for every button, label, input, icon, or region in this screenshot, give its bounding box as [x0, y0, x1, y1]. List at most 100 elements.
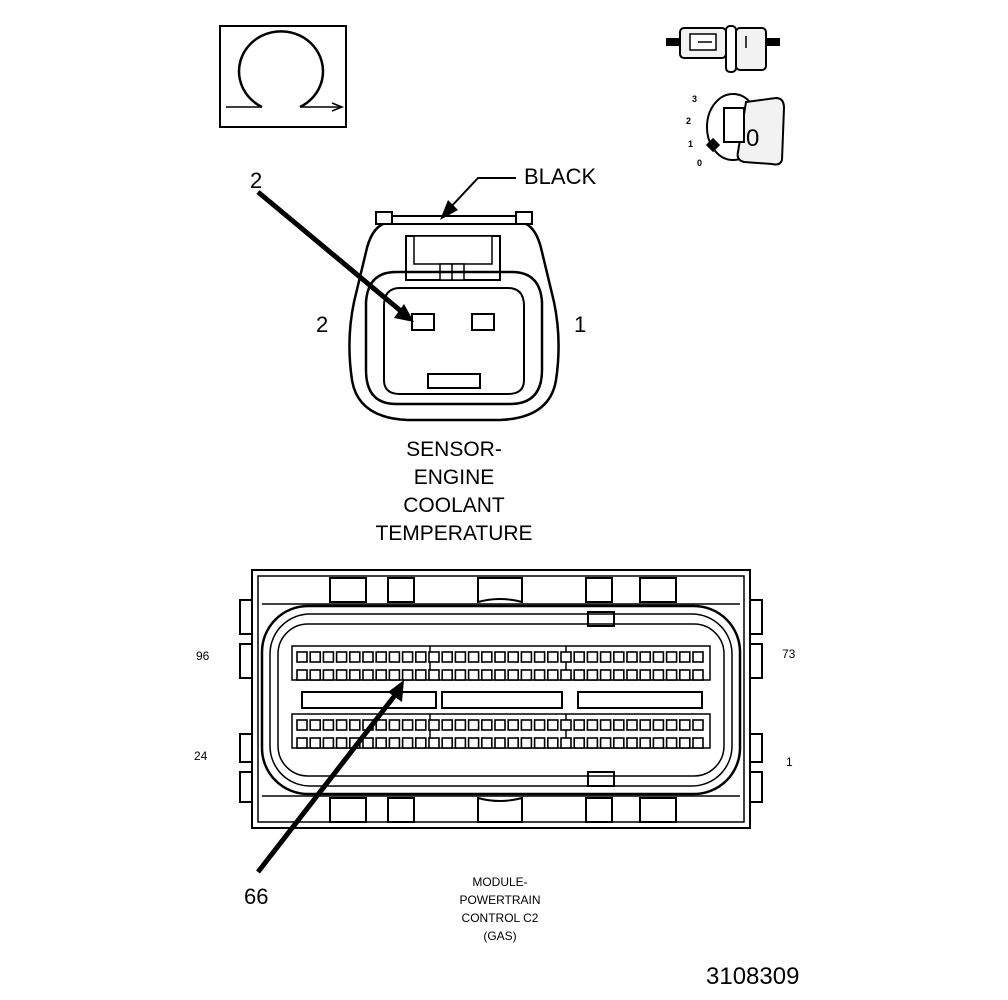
module-pin-cavity — [573, 737, 586, 749]
module-pin-cavity — [639, 651, 652, 663]
knob-scale-0: 0 — [697, 158, 702, 168]
module-connector — [239, 569, 763, 829]
module-pin-cavity — [599, 651, 612, 663]
module-pin-cavity — [401, 719, 414, 731]
module-pin-cavity — [599, 669, 612, 681]
figure-number: 3108309 — [706, 963, 799, 990]
module-pin-cavity — [441, 651, 454, 663]
module-pin-cavity — [520, 651, 533, 663]
module-pin-cavity — [309, 737, 322, 749]
module-pin-cavity — [678, 651, 691, 663]
module-pin-cavity — [441, 719, 454, 731]
module-pin-cavity — [692, 719, 704, 731]
module-pin-cavity — [560, 651, 572, 663]
module-pin-cavity — [626, 669, 638, 681]
color-label: BLACK — [524, 164, 596, 189]
module-pin-cavity — [467, 719, 480, 731]
module-pin-cavity — [441, 737, 454, 749]
module-pin-cavity — [309, 719, 322, 731]
sensor-connector — [348, 211, 560, 422]
module-pin-cavity — [335, 719, 348, 731]
module-pin-cavity — [612, 719, 625, 731]
module-pin-cavity — [639, 719, 652, 731]
module-pin-cavity — [388, 737, 401, 749]
module-pin-cavity — [652, 737, 665, 749]
module-pin-cavity — [494, 719, 506, 731]
module-pin-cavity — [388, 719, 401, 731]
module-pin-cavity — [692, 669, 704, 681]
module-pin-cavity — [322, 719, 335, 731]
module-pin-cavity — [665, 651, 678, 663]
module-pin-cavity — [573, 669, 586, 681]
module-pin-label-73: 73 — [782, 647, 796, 661]
sensor-left-pin-label: 2 — [316, 312, 328, 337]
module-pin-cavity — [573, 651, 586, 663]
sensor-name-line-4: TEMPERATURE — [375, 522, 532, 545]
module-name: MODULE- POWERTRAIN CONTROL C2 (GAS) — [459, 875, 540, 943]
module-pin-cavity — [560, 669, 572, 681]
module-pin-cavity — [362, 669, 374, 681]
module-pin-cavity — [375, 651, 388, 663]
module-pin-cavity — [507, 737, 520, 749]
module-pin-cavity — [612, 737, 625, 749]
module-pin-cavity — [348, 719, 361, 731]
module-pin-cavity — [362, 737, 374, 749]
module-pin-cavity — [652, 651, 665, 663]
module-pin-cavity — [507, 669, 520, 681]
sensor-name-line-2: ENGINE — [414, 466, 495, 489]
module-name-line-1: MODULE- — [472, 875, 527, 889]
module-name-line-3: CONTROL C2 — [462, 911, 539, 925]
sensor-pin-2 — [411, 313, 435, 331]
module-pin-cavity — [467, 651, 480, 663]
module-pin-cavity — [375, 719, 388, 731]
module-pin-cavity — [665, 719, 678, 731]
module-pin-cavity — [322, 669, 335, 681]
module-pin-cavity — [480, 737, 493, 749]
module-pin-cavity — [626, 737, 638, 749]
module-pin-cavity — [414, 719, 427, 731]
module-pin-label-1: 1 — [786, 755, 793, 769]
module-pin-cavity — [520, 719, 533, 731]
module-pin-cavity — [480, 719, 493, 731]
module-pin-cavity — [480, 669, 493, 681]
module-pin-cavity — [414, 651, 427, 663]
module-pin-cavity — [375, 669, 388, 681]
module-pin-cavity — [678, 737, 691, 749]
module-pin-cavity — [414, 669, 427, 681]
module-pin-cavity — [335, 651, 348, 663]
knob-scale-1: 1 — [688, 139, 693, 149]
module-pin-cavity — [665, 737, 678, 749]
module-pin-cavity — [520, 669, 533, 681]
module-pin-cavity — [665, 669, 678, 681]
color-callout: BLACK — [440, 164, 596, 220]
module-name-line-2: POWERTRAIN — [459, 893, 540, 907]
module-pin-cavity — [692, 737, 704, 749]
module-pin-cavity — [573, 719, 586, 731]
module-pin-cavity — [560, 737, 572, 749]
module-pin-cavity — [454, 719, 467, 731]
module-pin-cavity — [639, 669, 652, 681]
module-pin-label-24: 24 — [194, 749, 208, 763]
module-pin-cavity — [678, 669, 691, 681]
sensor-pin-callout: 2 — [250, 168, 414, 322]
module-pin-label-96: 96 — [196, 649, 210, 663]
module-pin-cavity — [546, 719, 559, 731]
sensor-name: SENSOR- ENGINE COOLANT TEMPERATURE — [375, 438, 532, 545]
module-pin-cavity — [348, 669, 361, 681]
sensor-pin-1 — [471, 313, 495, 331]
module-pin-cavity — [401, 669, 414, 681]
module-pin-cavity — [546, 669, 559, 681]
module-pin-cavity — [507, 719, 520, 731]
module-pin-cavity — [401, 737, 414, 749]
module-pin-cavity — [441, 669, 454, 681]
module-pin-cavity — [467, 669, 480, 681]
module-pin-cavity — [533, 669, 546, 681]
module-pin-cavity — [546, 651, 559, 663]
module-pin-cavity — [533, 719, 546, 731]
sensor-name-line-3: COOLANT — [403, 494, 505, 517]
module-pin-cavity — [296, 669, 308, 681]
module-pin-cavity — [428, 651, 440, 663]
module-pin-cavity — [692, 651, 704, 663]
module-pin-cavity — [388, 651, 401, 663]
